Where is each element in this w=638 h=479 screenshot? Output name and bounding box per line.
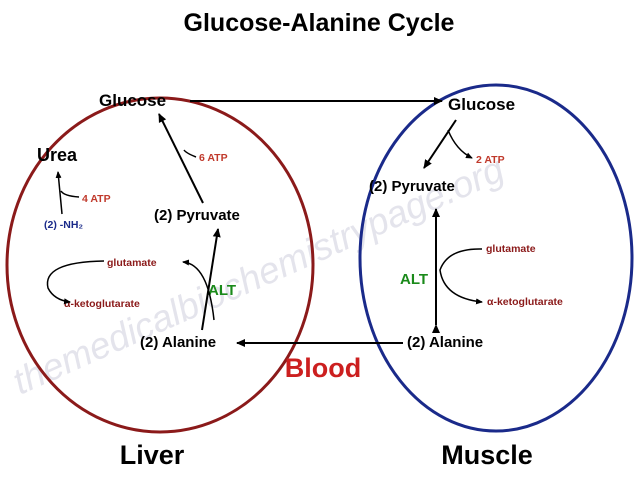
liver-atp-gluconeogenesis: 6 ATP <box>199 152 228 164</box>
liver-alanine: (2) Alanine <box>140 334 216 351</box>
arrow-4atp-branch <box>60 190 80 198</box>
liver-pyruvate: (2) Pyruvate <box>154 207 240 224</box>
muscle-glutamate: glutamate <box>486 243 536 255</box>
muscle-alt-enzyme: ALT <box>400 271 428 288</box>
arrow-glutamate-to-ketoglutarate-muscle <box>439 248 483 305</box>
arrow-glutamate-to-ketoglutarate <box>46 260 105 305</box>
blood-label: Blood <box>285 353 361 383</box>
arrow-alanine-to-pyruvate <box>201 228 221 331</box>
liver-atp-urea: 4 ATP <box>82 193 111 205</box>
diagram-title: Glucose-Alanine Cycle <box>184 9 455 37</box>
muscle-pyruvate: (2) Pyruvate <box>369 178 455 195</box>
muscle-compartment <box>358 83 634 433</box>
arrow-2atp-branch <box>447 129 473 159</box>
muscle-atp-glycolysis: 2 ATP <box>476 154 505 166</box>
muscle-alanine: (2) Alanine <box>407 334 483 351</box>
liver-glucose: Glucose <box>99 91 166 110</box>
arrow-pyruvate-to-glucose <box>158 113 204 204</box>
arrow-alt-to-glutamate <box>182 259 215 321</box>
liver-label: Liver <box>120 440 185 470</box>
liver-ketoglutarate: α-ketoglutarate <box>64 298 140 310</box>
muscle-glucose: Glucose <box>448 95 515 114</box>
liver-alt-enzyme: ALT <box>208 282 236 299</box>
liver-nh2: (2) -NH₂ <box>44 219 83 231</box>
arrow-glucose-to-pyruvate <box>423 119 457 169</box>
arrow-nh2-to-urea <box>55 171 63 215</box>
muscle-ketoglutarate: α-ketoglutarate <box>487 296 563 308</box>
liver-compartment <box>5 96 315 434</box>
arrow-6atp-branch <box>183 149 197 158</box>
muscle-label: Muscle <box>441 440 533 470</box>
liver-urea: Urea <box>37 145 78 165</box>
liver-glutamate: glutamate <box>107 257 157 269</box>
